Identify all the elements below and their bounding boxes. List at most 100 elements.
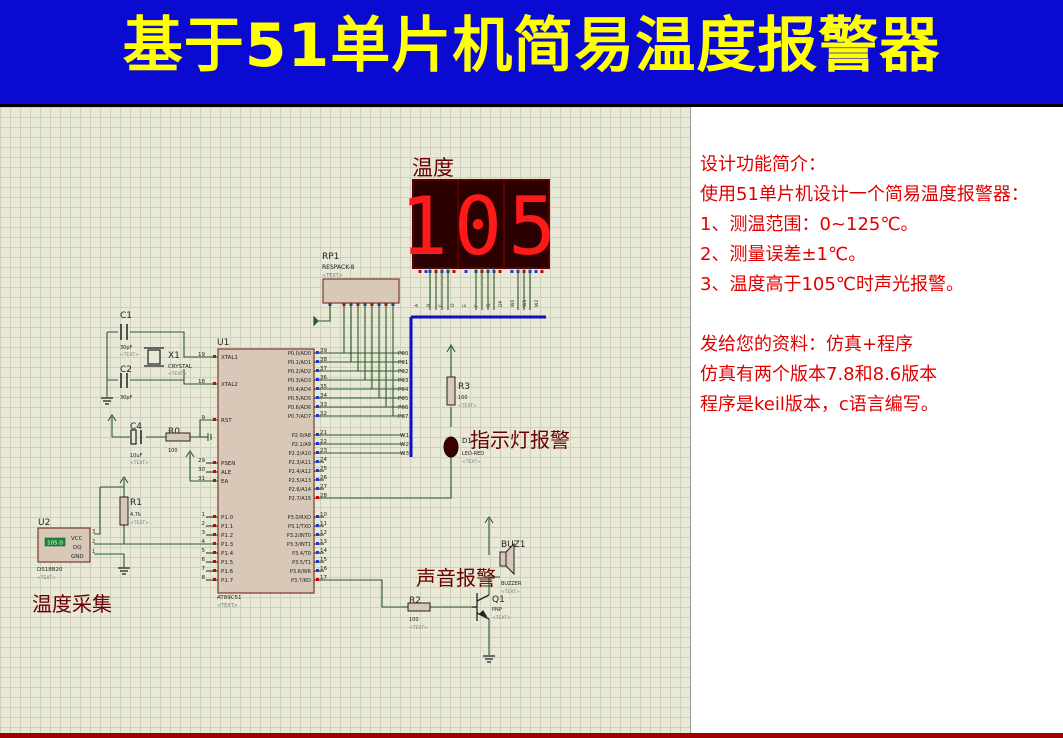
description-spacer bbox=[700, 300, 1060, 330]
mcu-part: AT89C51 bbox=[217, 595, 242, 601]
svg-text:3: 3 bbox=[92, 529, 95, 535]
svg-text:VCC: VCC bbox=[71, 536, 83, 542]
resistor-r2: R2 100 <TEXT> bbox=[407, 596, 431, 631]
svg-text:R2: R2 bbox=[409, 596, 421, 606]
power-arrows bbox=[107, 315, 494, 527]
description-panel: 设计功能简介：使用51单片机设计一个简易温度报警器：1、测温范围：0~125℃。… bbox=[700, 150, 1060, 420]
crystal-x1: X1 CRYSTAL <TEXT> bbox=[144, 347, 193, 377]
display-label: 温度 bbox=[412, 156, 454, 180]
mcu-pin-num: 4 bbox=[202, 539, 206, 545]
mcu-pin-num: 25 bbox=[320, 466, 327, 472]
svg-text:BUZZER: BUZZER bbox=[501, 581, 522, 587]
segment-pin-label: DP bbox=[498, 301, 504, 307]
svg-text:<TEXT>: <TEXT> bbox=[168, 371, 187, 377]
mcu-pin-name: P0.7/AD7 bbox=[288, 414, 311, 420]
display-digits: 105 bbox=[400, 180, 563, 273]
rp1-body bbox=[322, 278, 400, 304]
mcu-pin-num: 27 bbox=[320, 484, 327, 490]
mcu-pin-num: 11 bbox=[320, 521, 327, 527]
svg-text:<TEXT>: <TEXT> bbox=[501, 589, 520, 595]
resistor-r0: R0 100 bbox=[165, 427, 191, 454]
mcu-pin-num: 22 bbox=[320, 439, 327, 445]
mcu-pin-num: 33 bbox=[320, 402, 327, 408]
segment-pin-label: C bbox=[438, 304, 444, 307]
bus-label: P07 bbox=[398, 414, 409, 420]
svg-text:<TEXT>: <TEXT> bbox=[217, 603, 238, 609]
svg-text:100: 100 bbox=[168, 448, 178, 454]
mcu-pin-name: P3.1/TXD bbox=[288, 524, 311, 530]
segment-pin-label: D bbox=[450, 303, 456, 307]
bus-label: P01 bbox=[398, 360, 408, 366]
description-line: 仿真有两个版本7.8和8.6版本 bbox=[700, 364, 938, 385]
display-body bbox=[412, 179, 550, 269]
svg-text:30pF: 30pF bbox=[120, 345, 133, 351]
mcu-pin-num: 36 bbox=[320, 375, 327, 381]
mcu-pin-name: P2.6/A14 bbox=[289, 487, 311, 493]
bus-label: P06 bbox=[398, 405, 409, 411]
description-line: 使用51单片机设计一个简易温度报警器： bbox=[700, 184, 1029, 205]
svg-text:X1: X1 bbox=[168, 351, 180, 361]
svg-text:U2: U2 bbox=[38, 518, 50, 528]
mcu-pin-num: 30 bbox=[198, 467, 205, 473]
svg-text:R0: R0 bbox=[168, 427, 180, 437]
mcu-pin-name: P1.5 bbox=[221, 560, 234, 566]
svg-text:<TEXT>: <TEXT> bbox=[37, 575, 56, 581]
title-banner: 基于51单片机简易温度报警器 bbox=[0, 0, 1063, 107]
mcu-pin-num: 14 bbox=[320, 548, 327, 554]
mcu-pin-name: P1.0 bbox=[221, 515, 234, 521]
mcu-pin-name: P0.1/AD1 bbox=[288, 360, 311, 366]
bus-tag: W3 bbox=[400, 451, 409, 457]
mcu-pin-num: 10 bbox=[320, 512, 327, 518]
led-d1: D1 LED-RED <TEXT> 指示灯报警 bbox=[443, 428, 570, 465]
svg-text:<TEXT>: <TEXT> bbox=[462, 459, 481, 465]
segment-pin-label: B bbox=[426, 304, 432, 307]
svg-text:C4: C4 bbox=[130, 422, 142, 432]
mcu-pin-name: ALE bbox=[221, 470, 232, 476]
mcu-pin-name: P3.6/WR bbox=[290, 569, 312, 575]
bus-label: P03 bbox=[398, 378, 409, 384]
mcu-pin-name: P3.7/RD bbox=[291, 578, 311, 584]
svg-text:100: 100 bbox=[409, 617, 419, 623]
mcu-pin-num: 34 bbox=[320, 393, 327, 399]
svg-text:Q1: Q1 bbox=[492, 595, 505, 605]
mcu-pin-num: 3 bbox=[202, 530, 206, 536]
svg-text:R3: R3 bbox=[458, 382, 470, 392]
mcu-pin-num: 31 bbox=[198, 476, 205, 482]
resistor-r1: R1 4.7k <TEXT> bbox=[119, 496, 149, 526]
capacitor-c4: C4 10uF <TEXT> bbox=[130, 422, 149, 466]
bus-tag: W1 bbox=[400, 433, 409, 439]
mcu-pin-name: P1.1 bbox=[221, 524, 233, 530]
buzzer-label: 声音报警 bbox=[416, 566, 496, 590]
mcu-pin-num: 24 bbox=[320, 457, 327, 463]
description-line: 3、温度高于105℃时声光报警。 bbox=[700, 274, 965, 295]
mcu-pin-name: P0.0/AD0 bbox=[288, 351, 311, 357]
mcu-pin-num: 8 bbox=[202, 575, 206, 581]
svg-text:100: 100 bbox=[458, 395, 468, 401]
ground-symbol-2 bbox=[118, 567, 130, 575]
mcu-pin-name: P2.5/A13 bbox=[289, 478, 311, 484]
mcu-pin-num: 6 bbox=[202, 557, 206, 563]
resistor-r3: R3 100 <TEXT> bbox=[446, 376, 477, 409]
mcu-pin-num: 16 bbox=[320, 566, 327, 572]
bus-label: P02 bbox=[398, 369, 408, 375]
mcu-pin-num: 19 bbox=[198, 352, 205, 358]
capacitor-c1: C1 30pF <TEXT> bbox=[120, 311, 139, 358]
rp1-ref: RP1 bbox=[322, 252, 339, 262]
mcu-pin-name: XTAL1 bbox=[221, 355, 238, 361]
mcu-pin-name: P2.1/A9 bbox=[292, 442, 311, 448]
mcu-pin-name: P1.6 bbox=[221, 569, 234, 575]
mcu-pin-name: P1.4 bbox=[221, 551, 234, 557]
svg-text:D1: D1 bbox=[462, 437, 472, 445]
mcu-pin-num: 18 bbox=[198, 379, 205, 385]
mcu-pin-num: 17 bbox=[320, 575, 327, 581]
bus-tag: W2 bbox=[400, 442, 409, 448]
resistor-pack-rp1: RP1 RESPACK-8 <TEXT> bbox=[322, 252, 400, 306]
transistor-q1: Q1 PNP <TEXT> bbox=[472, 593, 511, 621]
mcu-pin-name: P1.7 bbox=[221, 578, 234, 584]
mcu-pin-num: 5 bbox=[202, 548, 206, 554]
svg-text:DS18B20: DS18B20 bbox=[37, 567, 63, 573]
mcu-pin-num: 23 bbox=[320, 448, 327, 454]
description-line: 2、测量误差±1℃。 bbox=[700, 244, 867, 265]
